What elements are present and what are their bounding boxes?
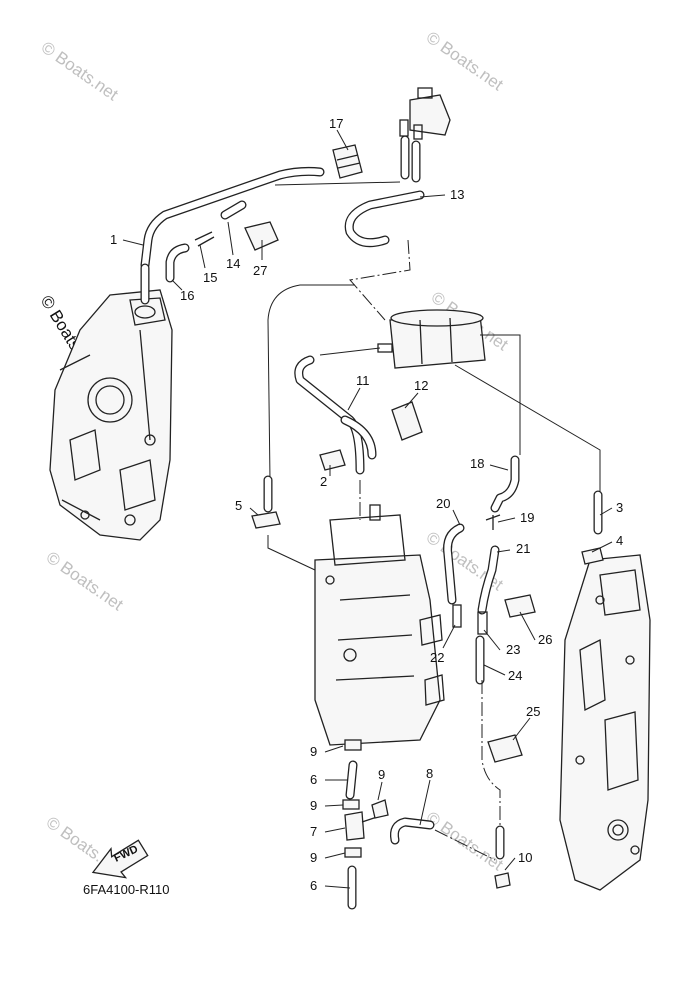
vapor-separator-assembly	[314, 504, 445, 746]
callout-6a: 6	[310, 772, 317, 787]
callout-18: 18	[470, 456, 484, 471]
callout-2: 2	[320, 474, 327, 489]
callout-9a: 9	[310, 744, 317, 759]
callout-21: 21	[516, 541, 530, 556]
top-valve-assembly	[399, 87, 451, 183]
watermark-1: © Boats.net	[38, 38, 122, 105]
part-3-4-pipe	[581, 490, 604, 565]
diagram-code: 6FA4100-R110	[83, 882, 170, 897]
callout-4: 4	[616, 533, 623, 548]
callout-10: 10	[518, 850, 532, 865]
small-fittings-top	[165, 200, 279, 283]
callout-6b: 6	[310, 878, 317, 893]
part-17-clamp	[332, 144, 363, 179]
callout-19: 19	[520, 510, 534, 525]
callout-8: 8	[426, 766, 433, 781]
callout-12: 12	[414, 378, 428, 393]
callout-14: 14	[226, 256, 240, 271]
routing-lines	[267, 284, 601, 571]
callout-25: 25	[526, 704, 540, 719]
callout-17: 17	[329, 116, 343, 131]
callout-7: 7	[310, 824, 317, 839]
callout-26: 26	[538, 632, 552, 647]
callout-13: 13	[450, 187, 464, 202]
watermark-2: © Boats.net	[423, 28, 507, 95]
callout-27: 27	[253, 263, 267, 278]
callout-3: 3	[616, 500, 623, 515]
lower-stack-parts	[342, 739, 511, 910]
callout-numbers: 1 2 3 4 5 6 6 7 8 9 9 9 9 10 11 12 13 14…	[110, 116, 623, 893]
callout-24: 24	[508, 668, 522, 683]
watermark-4: © Boats.net	[43, 548, 127, 615]
part-1-hose	[140, 166, 401, 305]
callout-15: 15	[203, 270, 217, 285]
callout-16: 16	[180, 288, 194, 303]
right-block-assembly	[559, 554, 651, 891]
leader-lines	[122, 129, 613, 889]
canister	[319, 239, 486, 369]
callout-9b: 9	[378, 767, 385, 782]
callout-11: 11	[356, 373, 370, 388]
callout-1: 1	[110, 232, 117, 247]
callout-22: 22	[430, 650, 444, 665]
left-manifold-assembly	[49, 289, 173, 541]
callout-5: 5	[235, 498, 242, 513]
callout-9d: 9	[310, 850, 317, 865]
part-13-hose	[344, 190, 425, 248]
callout-20: 20	[436, 496, 450, 511]
watermark-7: © Boats.net	[423, 808, 507, 875]
part-5-pipe	[251, 475, 281, 529]
callout-9c: 9	[310, 798, 317, 813]
parts-11-12-2-hoses	[294, 355, 423, 520]
callout-23: 23	[506, 642, 520, 657]
parts-18-26-fuel-lines	[443, 455, 536, 830]
